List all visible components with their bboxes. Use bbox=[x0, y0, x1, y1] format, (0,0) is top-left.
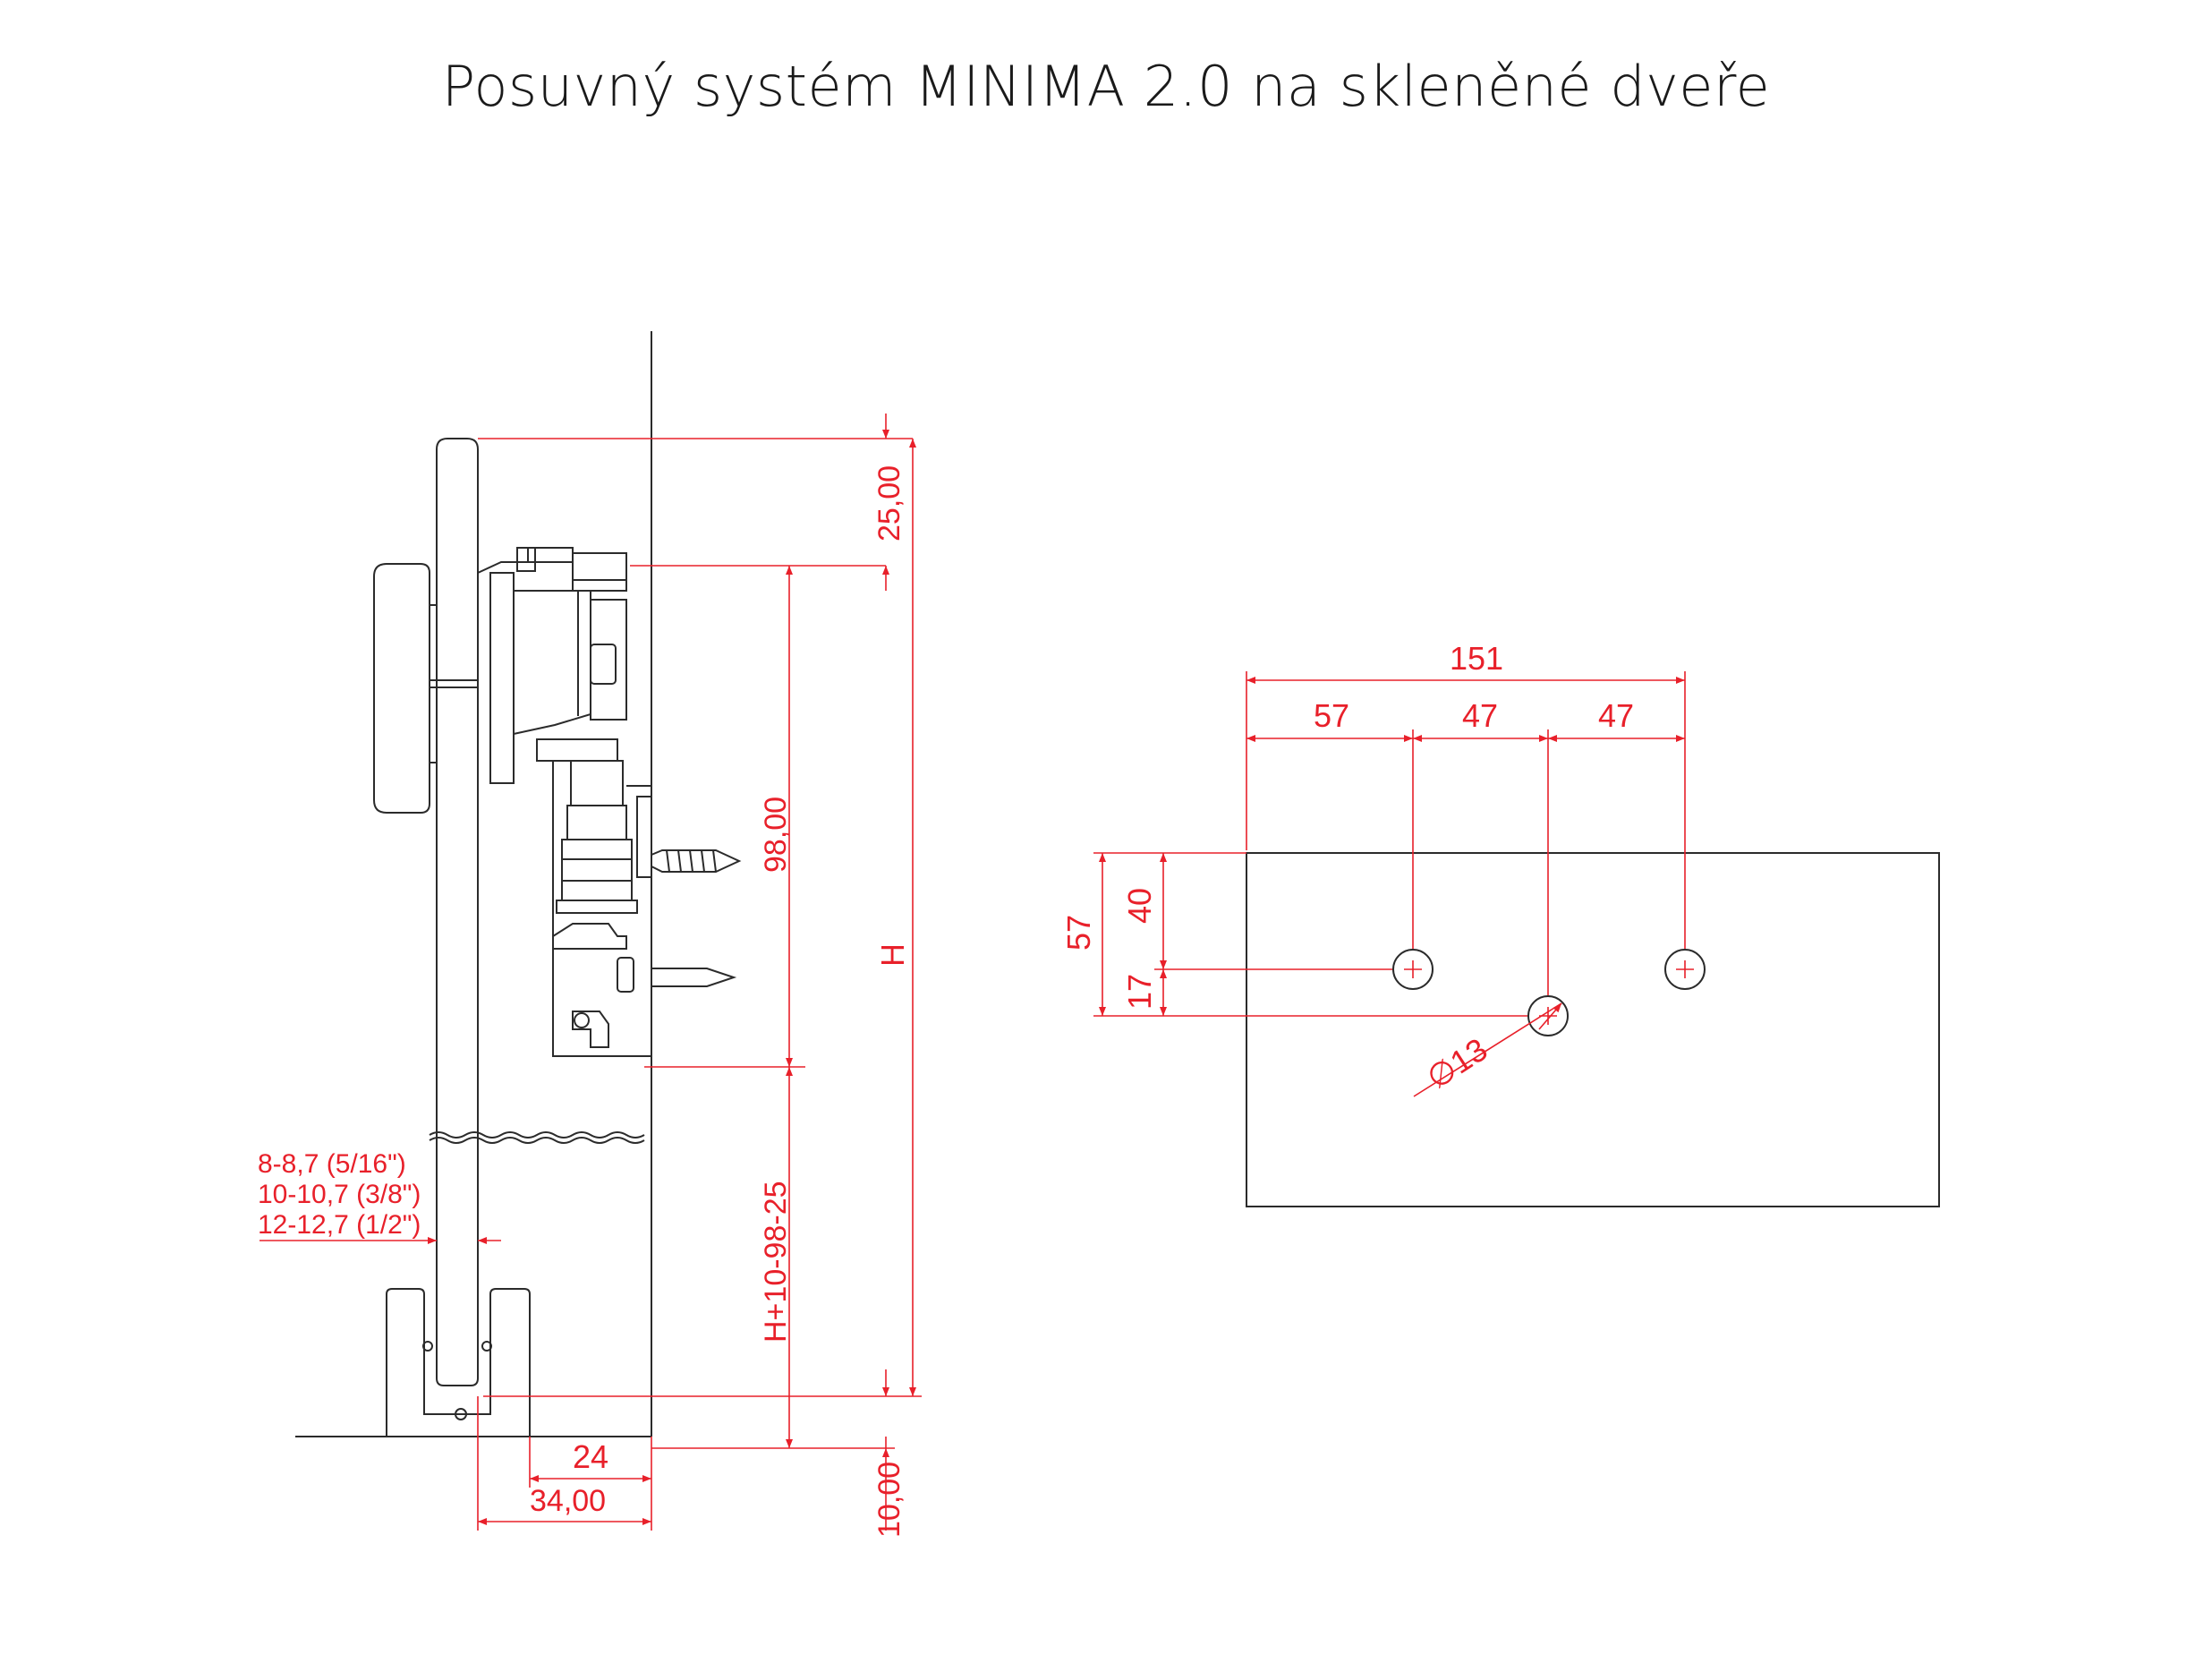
dim-v-a-label: 40 bbox=[1121, 888, 1158, 924]
track-profile bbox=[626, 785, 652, 1057]
clamp-plate bbox=[489, 572, 515, 784]
mounting-screw bbox=[651, 849, 742, 873]
glass-thickness-3: 12-12,7 (1/2") bbox=[258, 1210, 421, 1240]
dim-rail-label: 98,00 bbox=[759, 797, 793, 873]
dim-floor-label: 10,00 bbox=[872, 1462, 906, 1538]
trolley-wheel bbox=[561, 839, 633, 901]
dim-glass-label: H+10-98-25 bbox=[759, 1181, 793, 1343]
glass-panel-view bbox=[1246, 852, 1940, 1207]
hole-2 bbox=[1527, 995, 1569, 1036]
clamp-top bbox=[477, 547, 574, 574]
hole-1 bbox=[1392, 949, 1434, 990]
dim-top-label: 25,00 bbox=[872, 465, 906, 542]
dim-height-label: H bbox=[874, 943, 911, 967]
dim-wall-label: 34,00 bbox=[530, 1484, 606, 1518]
glass-thickness-1: 8-8,7 (5/16") bbox=[258, 1149, 406, 1179]
door-knob bbox=[373, 563, 430, 814]
dim-b-label: 47 bbox=[1462, 697, 1498, 734]
track-seal bbox=[572, 1011, 609, 1048]
glass-door bbox=[436, 438, 479, 1386]
panel-dimensions: 151 57 47 47 57 40 17 ∅13 bbox=[1060, 640, 1686, 1097]
dim-v-b-label: 17 bbox=[1121, 974, 1158, 1010]
glass-panel bbox=[1246, 852, 1940, 1207]
side-section-view bbox=[295, 331, 742, 1437]
dim-c-label: 47 bbox=[1598, 697, 1634, 734]
dim-a-label: 57 bbox=[1314, 697, 1349, 734]
knob-spacer bbox=[429, 604, 438, 763]
page-title: Posuvný systém MINIMA 2.0 na skleněné dv… bbox=[441, 54, 1771, 119]
glass-thickness-2: 10-10,7 (3/8") bbox=[258, 1180, 421, 1209]
dim-guide-label: 24 bbox=[573, 1438, 608, 1475]
mounting-pin bbox=[651, 968, 737, 987]
floor-guide bbox=[386, 1288, 531, 1437]
break-line bbox=[429, 1131, 645, 1139]
dim-total-label: 151 bbox=[1450, 640, 1503, 677]
side-dimensions: 25,00 98,00 H H+10-98-25 10,00 24 34,00 … bbox=[258, 414, 922, 1538]
trolley-body bbox=[570, 760, 624, 806]
dim-v-total-label: 57 bbox=[1060, 915, 1097, 951]
hole-3 bbox=[1664, 949, 1706, 990]
